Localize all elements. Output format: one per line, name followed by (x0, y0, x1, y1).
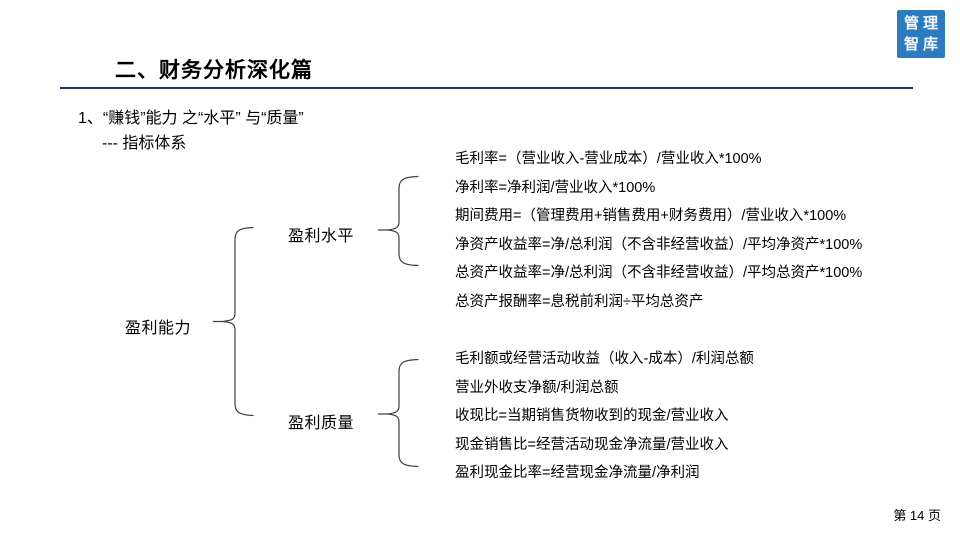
brand-logo-line2: 智库 (903, 36, 942, 53)
section-subheading: --- 指标体系 (102, 135, 187, 152)
formula-line: 总资产报酬率=息税前利润÷平均总资产 (455, 293, 704, 310)
section-heading: 1、“赚钱”能力 之“水平” 与“质量” (78, 110, 304, 127)
tree-branch-profit-quality-label: 盈利质量 (288, 415, 355, 432)
root-brace-icon (213, 226, 254, 417)
page-number: 第 14 页 (893, 508, 941, 523)
formula-line: 现金销售比=经营活动现金净流量/营业收入 (455, 436, 729, 453)
formula-list-profit-level: 毛利率=（营业收入-营业成本）/营业收入*100% 净利率=净利润/营业收入*1… (455, 145, 935, 316)
tree-root-label: 盈利能力 (125, 320, 192, 337)
formula-line: 收现比=当期销售货物收到的现金/营业收入 (455, 408, 729, 424)
slide-title: 二、财务分析深化篇 (115, 59, 313, 82)
formula-line: 净利率=净利润/营业收入*100% (455, 179, 656, 196)
formula-line: 盈利现金比率=经营现金净流量/净利润 (455, 465, 700, 481)
formula-list-profit-quality: 毛利额或经营活动收益（收入-成本）/利润总额 营业外收支净额/利润总额 收现比=… (455, 345, 935, 488)
title-underline (60, 87, 913, 89)
formula-line: 毛利额或经营活动收益（收入-成本）/利润总额 (455, 351, 754, 367)
profit-quality-brace-icon (378, 358, 419, 468)
formula-line: 总资产收益率=净/总利润（不含非经营收益）/平均总资产*100% (455, 265, 863, 281)
formula-line: 营业外收支净额/利润总额 (455, 379, 619, 396)
brand-logo-line1: 管理 (903, 15, 942, 32)
tree-branch-profit-level-label: 盈利水平 (288, 228, 355, 245)
formula-line: 净资产收益率=净/总利润（不含非经营收益）/平均净资产*100% (455, 236, 863, 253)
formula-line: 期间费用=（管理费用+销售费用+财务费用）/营业收入*100% (455, 208, 847, 224)
brand-logo: 管理 智库 (897, 10, 945, 58)
formula-line: 毛利率=（营业收入-营业成本）/营业收入*100% (455, 151, 762, 167)
profit-level-brace-icon (378, 175, 419, 267)
